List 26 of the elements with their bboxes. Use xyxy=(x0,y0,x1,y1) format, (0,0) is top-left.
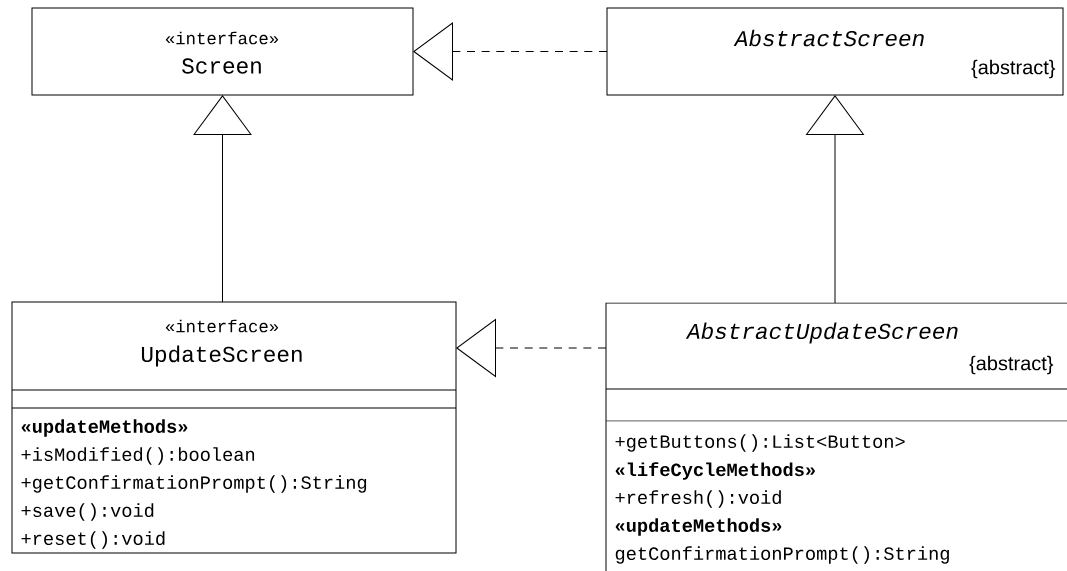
operation-text: +getConfirmationPrompt():String xyxy=(21,475,367,493)
operation-text: +getButtons():List<Button> xyxy=(615,434,905,452)
class-name: AbstractScreen xyxy=(733,29,924,47)
operation-text: +reset():void xyxy=(21,531,165,549)
generalization-arrow xyxy=(806,95,864,304)
operation-text: +isModified():boolean xyxy=(21,447,255,465)
operation-text: +refresh():void xyxy=(615,490,781,508)
class-box xyxy=(606,7,1064,96)
stereotype-label: «interface» xyxy=(165,31,279,45)
constraint-label: {abstract} xyxy=(969,355,1054,375)
operation-text: getConfirmationPrompt():String xyxy=(615,546,949,564)
class-box xyxy=(605,302,1067,571)
realization-arrow xyxy=(413,22,608,81)
stereotype-label: «interface» xyxy=(165,319,279,333)
generalization-arrow xyxy=(193,95,252,303)
class-name: UpdateScreen xyxy=(141,345,302,367)
realization-arrow xyxy=(456,319,607,377)
stereotype-label: «updateMethods» xyxy=(21,419,188,437)
stereotype-label: «lifeCycleMethods» xyxy=(615,462,815,480)
class-box xyxy=(31,7,414,96)
constraint-label: {abstract} xyxy=(971,59,1056,79)
operation-text: +save():void xyxy=(21,503,154,521)
class-box xyxy=(11,301,457,554)
class-name: Screen xyxy=(182,58,261,74)
stereotype-label: «updateMethods» xyxy=(615,518,782,536)
class-name: AbstractUpdateScreen xyxy=(685,322,958,344)
